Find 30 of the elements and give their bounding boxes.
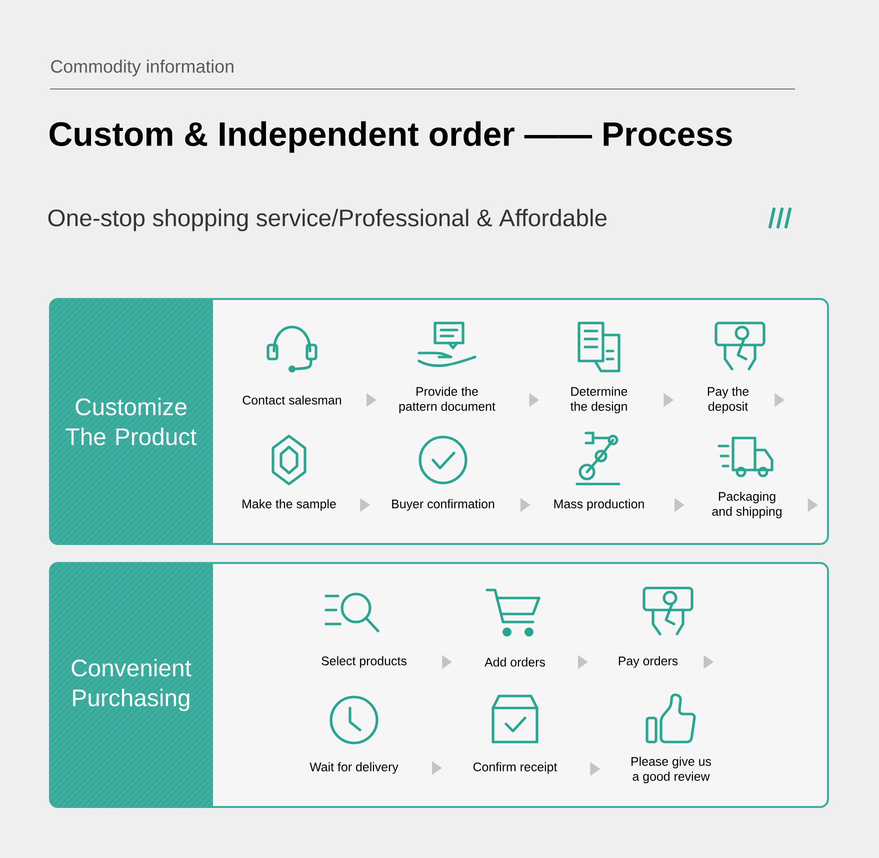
step-label: Pay orders	[618, 656, 678, 668]
arrow	[808, 498, 818, 512]
step-label: Packaging and shipping	[712, 492, 782, 518]
step-label: Pay the deposit	[708, 386, 749, 414]
step-label: Mass production	[554, 499, 644, 511]
arrow	[529, 393, 540, 407]
arrow	[704, 655, 714, 669]
step-label: Provide the pattern document	[399, 386, 496, 414]
arrow	[664, 393, 674, 407]
step-label: Contact salesman	[242, 395, 341, 405]
step-label: Determine the design	[570, 386, 628, 414]
step-label: Make the sample	[242, 499, 336, 511]
arrow	[442, 655, 452, 669]
section-label: Commodity information	[51, 60, 234, 76]
subtitle: One-stop shopping service/Professional & Affordable	[48, 208, 607, 232]
step-label: Select products	[322, 656, 406, 668]
step-label: Buyer confirmation	[392, 499, 494, 511]
step-label: Please give us a good review	[632, 756, 712, 784]
step-label: Add orders	[484, 657, 545, 667]
arrow	[774, 393, 785, 407]
arrow	[360, 498, 370, 512]
title: Custom & Independent order —— Process	[50, 121, 732, 153]
arrow	[578, 655, 588, 669]
arrow	[366, 393, 377, 407]
arrow	[432, 761, 442, 775]
arrow	[590, 762, 600, 776]
step-label: Confirm receipt	[473, 762, 558, 774]
arrow	[520, 498, 530, 512]
arrow	[674, 498, 685, 512]
step-label: Wait for delivery	[310, 762, 398, 774]
